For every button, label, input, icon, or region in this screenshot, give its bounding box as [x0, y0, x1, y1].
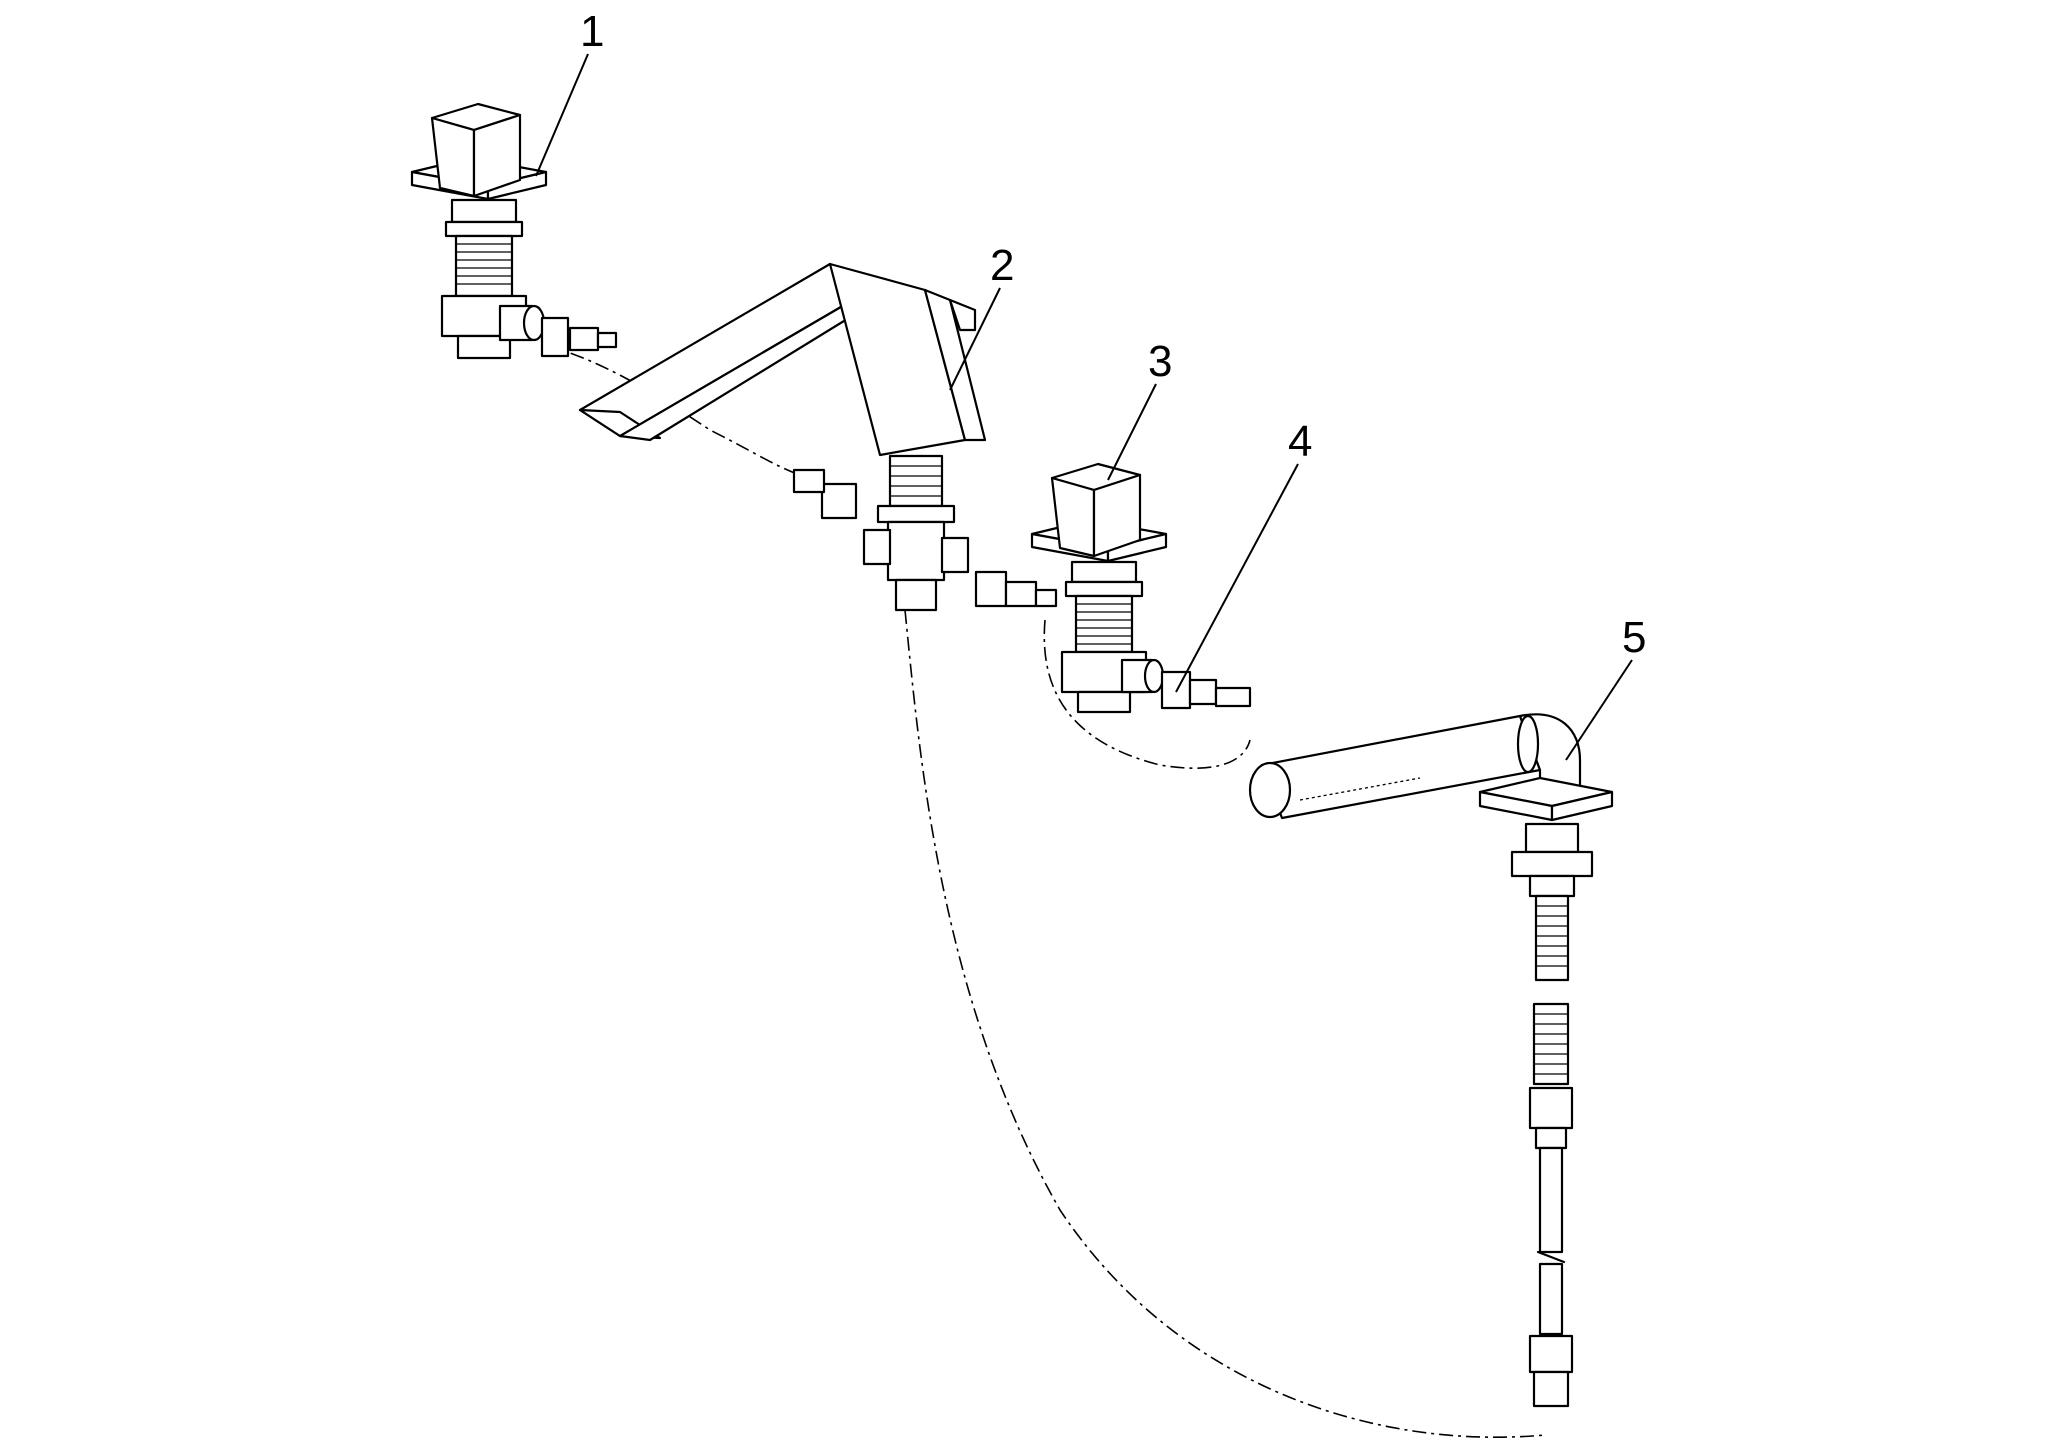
- leader-4: [1175, 463, 1299, 693]
- leader-lines: [535, 53, 1633, 761]
- hose-route-left: [544, 344, 816, 481]
- leader-3: [1107, 383, 1157, 481]
- callout-1: 1: [580, 7, 604, 56]
- callout-labels: 1 2 3 4 5: [580, 7, 1646, 662]
- part-1-left-valve: [410, 102, 618, 360]
- part-4-connector: [1160, 670, 1252, 710]
- part-3-right-valve: [1030, 462, 1168, 714]
- leader-1: [535, 53, 589, 177]
- leader-5: [1565, 659, 1633, 761]
- callout-4: 4: [1288, 417, 1312, 466]
- hose-route-center-down: [904, 609, 1546, 1438]
- hose-route-right-loop: [1043, 619, 1251, 769]
- callout-5: 5: [1622, 613, 1646, 662]
- part-2-spout: [578, 262, 1058, 612]
- part-5-hand-shower: [1248, 713, 1614, 1408]
- leader-2: [949, 287, 1001, 391]
- hose-route-lines: [544, 344, 1546, 1438]
- callout-3: 3: [1148, 337, 1172, 386]
- callout-2: 2: [990, 241, 1014, 290]
